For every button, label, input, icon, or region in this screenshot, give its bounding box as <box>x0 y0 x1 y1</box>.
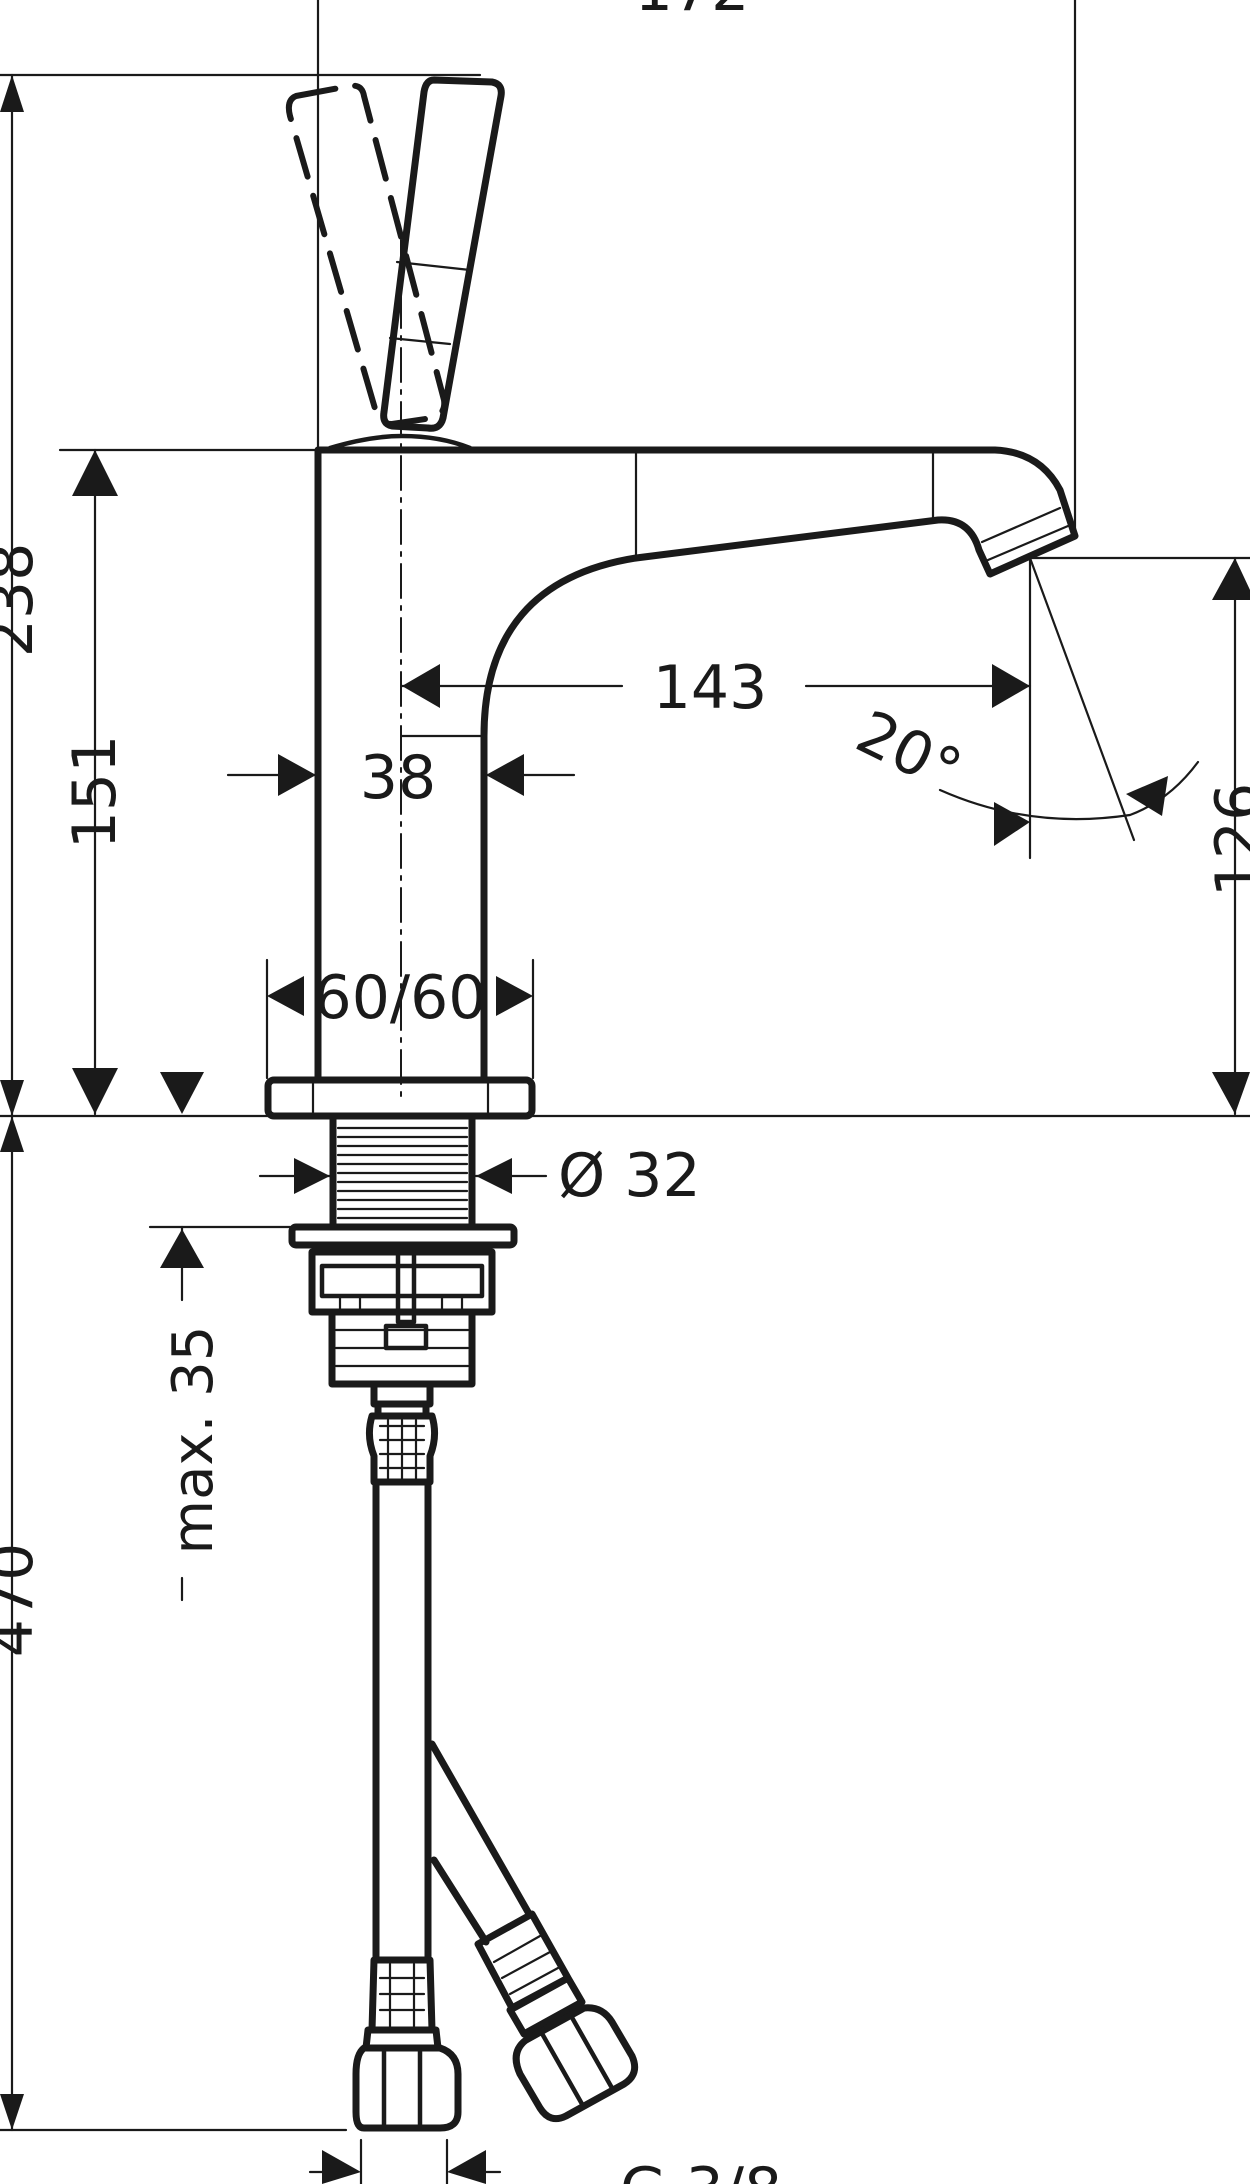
nut-inner <box>319 1263 485 1299</box>
angled-hose-nut <box>512 2004 639 2123</box>
angled-hose-crimp <box>492 1934 560 1996</box>
dim-hose-thread: G 3/8 <box>620 2155 782 2184</box>
dim-max-thickness: max. 35 <box>161 1326 226 1555</box>
dim-angle: 20° <box>846 697 972 807</box>
dim-spout-reach: 143 <box>653 653 768 723</box>
washer <box>288 1223 518 1249</box>
dimension-arrows <box>0 75 1250 2184</box>
straight-hose-fitting <box>362 1956 442 2052</box>
handle-base <box>327 433 473 451</box>
spout-body <box>314 446 1079 1084</box>
dim-body-width: 38 <box>360 743 436 813</box>
dim-top-width: 172 <box>635 0 750 25</box>
angled-hose-fitting <box>474 1910 586 2038</box>
lower-sleeve <box>328 1308 476 1388</box>
nut-ticks <box>338 1294 464 1314</box>
hose-crimp-top <box>378 1418 426 1482</box>
dim-hose-length: 470 <box>0 1543 47 1658</box>
lever-handle <box>380 76 505 432</box>
dim-spout-height: 126 <box>1203 783 1250 898</box>
straight-hose <box>365 1412 439 1964</box>
faucet-outline <box>264 76 1079 2132</box>
straight-hose-nut-facets <box>381 2047 423 2129</box>
base-ring <box>264 1076 536 1120</box>
straight-hose-crimp <box>378 1962 426 2030</box>
dim-body-height: 151 <box>60 735 130 850</box>
aerator-lines <box>980 506 1070 562</box>
fixing-nut <box>308 1248 496 1316</box>
dim-overall-height: 238 <box>0 543 47 658</box>
angled-hose <box>428 1740 532 1946</box>
lever-handle-alt-position <box>285 82 448 427</box>
dim-base-diameter: 60/60 <box>314 963 487 1033</box>
sleeve-lines <box>334 1328 470 1368</box>
thread-lines <box>336 1126 469 1220</box>
dim-thread-diameter: Ø 32 <box>558 1141 701 1211</box>
hose-connector-top <box>370 1380 434 1420</box>
threaded-shank <box>329 1112 476 1231</box>
straight-hose-nut <box>352 2044 462 2132</box>
angled-hose-nut-facets <box>537 2011 615 2107</box>
